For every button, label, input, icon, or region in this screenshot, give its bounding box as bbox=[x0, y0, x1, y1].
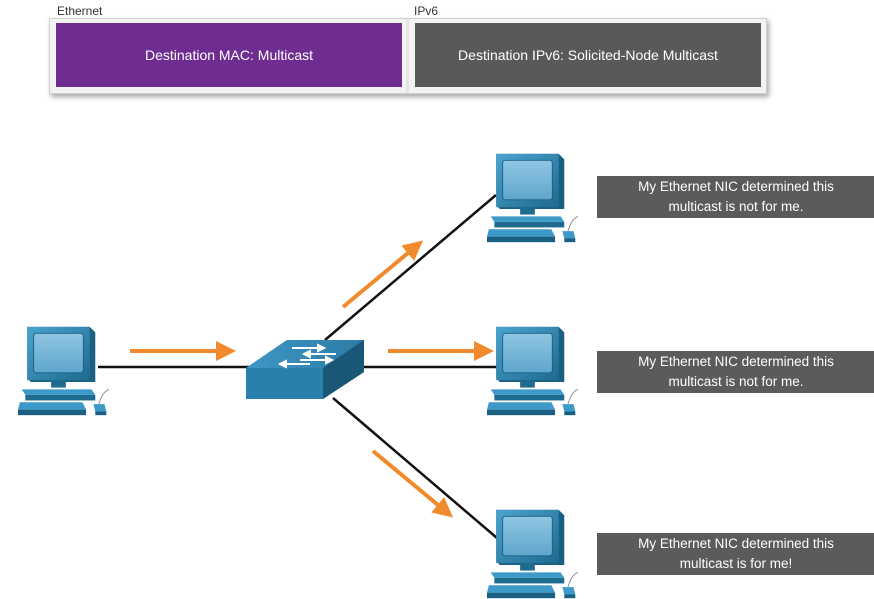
flow-arrow-icon bbox=[341, 240, 424, 309]
ethernet-header-label: Ethernet bbox=[57, 4, 103, 18]
frame-divider bbox=[406, 19, 409, 93]
host1-callout: My Ethernet NIC determined this multicas… bbox=[597, 176, 874, 218]
host1-message: My Ethernet NIC determined this multicas… bbox=[638, 179, 834, 214]
ethernet-destination-text: Destination MAC: Multicast bbox=[144, 47, 314, 63]
receiver-pc-icon bbox=[486, 153, 579, 243]
ipv6-destination-field: Destination IPv6: Solicited-Node Multica… bbox=[415, 23, 761, 87]
ipv6-destination-text: Destination IPv6: Solicited-Node Multica… bbox=[458, 47, 718, 63]
host3-callout: My Ethernet NIC determined this multicas… bbox=[597, 533, 874, 575]
link-switch-host1 bbox=[324, 194, 497, 341]
frame-diagram: Destination MAC: Multicast Destination I… bbox=[49, 18, 767, 94]
switch-icon bbox=[246, 340, 364, 399]
receiver-pc-icon bbox=[486, 509, 579, 599]
ipv6-header-label: IPv6 bbox=[414, 4, 439, 18]
host2-callout: My Ethernet NIC determined this multicas… bbox=[597, 351, 874, 393]
ethernet-destination-field: Destination MAC: Multicast bbox=[56, 23, 402, 87]
host3-message: My Ethernet NIC determined this multicas… bbox=[638, 536, 834, 571]
host2-message: My Ethernet NIC determined this multicas… bbox=[638, 354, 834, 389]
flow-arrow-icon bbox=[371, 449, 454, 518]
sender-pc-icon bbox=[17, 326, 110, 416]
receiver-pc-icon bbox=[486, 326, 579, 416]
link-switch-host3 bbox=[332, 397, 498, 539]
